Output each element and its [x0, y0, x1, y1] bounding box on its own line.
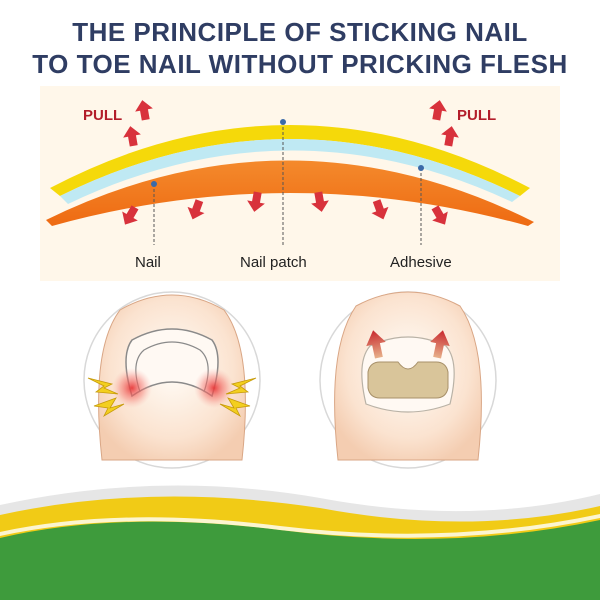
down-arrow-icon [247, 191, 265, 212]
lightning-icon [225, 377, 257, 395]
toe-before-illustration [83, 291, 261, 469]
up-arrow-icon [441, 126, 459, 147]
down-arrow-icon [187, 199, 205, 220]
up-arrow-icon [429, 100, 447, 121]
down-arrow-icon [371, 199, 389, 220]
up-arrow-icon [123, 126, 141, 147]
down-arrow-icon [122, 205, 139, 225]
toe-before-nail-inner [135, 341, 209, 393]
up-arrow-icon [366, 330, 386, 359]
up-arrow-icon [430, 330, 450, 359]
title-line-2: TO TOE NAIL WITHOUT PRICKING FLESH [32, 49, 568, 79]
pain-glow-left [112, 368, 152, 408]
wave-green [0, 520, 600, 600]
adhesive-pointer-dot [418, 165, 424, 171]
nail-patch-pointer-dot [280, 119, 286, 125]
pull-label-right: PULL [457, 107, 497, 124]
adhesive-label: Adhesive [390, 254, 452, 271]
up-arrow-icon [135, 100, 153, 121]
title-block: THE PRINCIPLE OF STICKING NAIL TO TOE NA… [0, 16, 600, 80]
nail-arc-diagram [46, 100, 534, 245]
lightning-icon [93, 397, 125, 418]
pull-label-left: PULL [83, 107, 123, 124]
adhesive-layer [60, 139, 520, 204]
wave-white-streak [0, 514, 600, 538]
nail-layer [46, 160, 534, 226]
down-arrow-icon [311, 191, 329, 212]
nail-pointer-dot [151, 181, 157, 187]
lightning-icon [87, 377, 119, 395]
nail-patch-label: Nail patch [240, 254, 307, 271]
nail-patch-layer [50, 125, 530, 196]
nail-label: Nail [135, 254, 161, 271]
lightning-icon [219, 397, 251, 418]
title-line-1: THE PRINCIPLE OF STICKING NAIL [72, 17, 528, 47]
nail-patch-shape [367, 361, 449, 399]
decorative-waves [0, 485, 600, 600]
down-arrow-icon [431, 205, 448, 225]
toe-after-illustration [319, 291, 497, 469]
pain-glow-right [194, 368, 234, 408]
